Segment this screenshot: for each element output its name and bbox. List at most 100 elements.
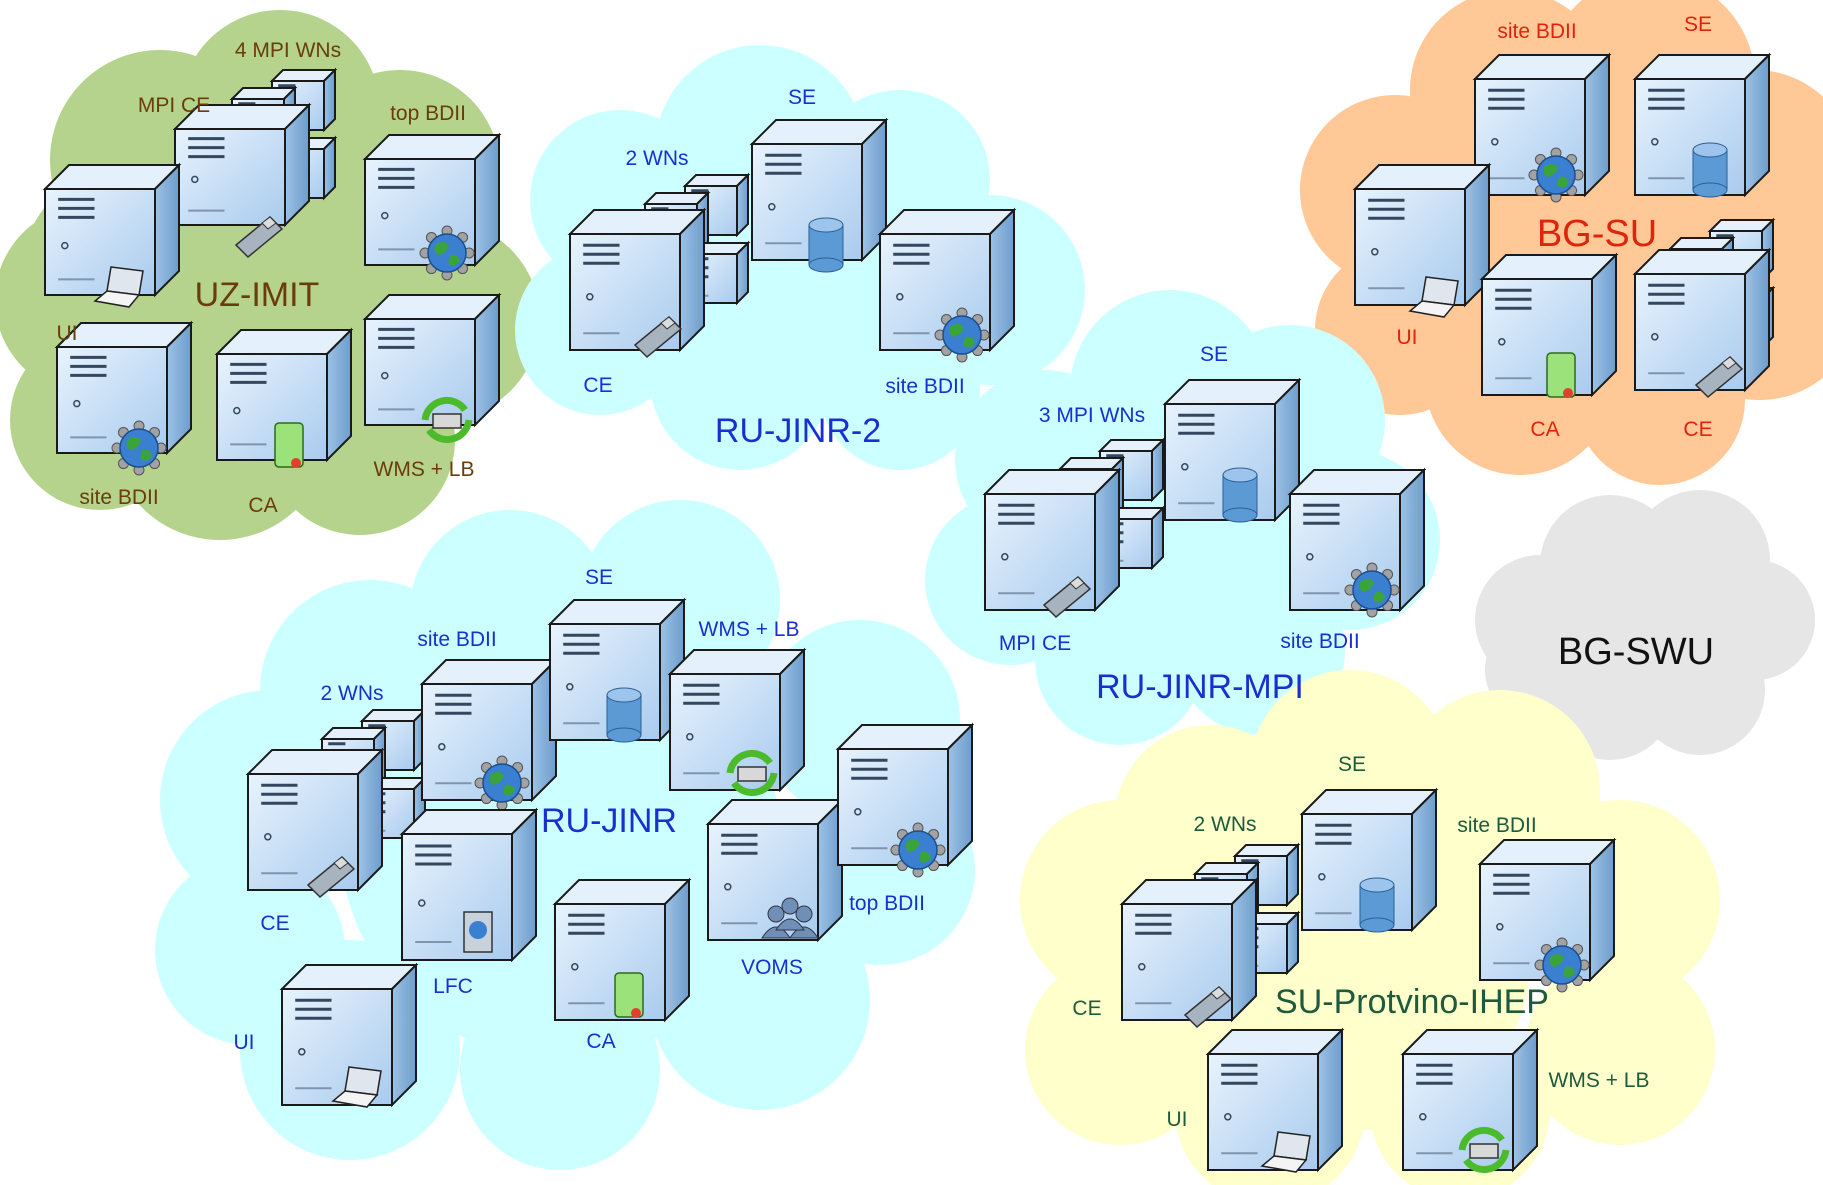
ru-jinr-mpi-sitebdii-label: site BDII [1280, 630, 1359, 653]
printer-icon [726, 750, 778, 796]
globe-icon [419, 225, 475, 281]
disk-icon [1692, 142, 1728, 198]
uz-imit-sitebdii-server [54, 320, 194, 476]
calc-icon [1042, 575, 1092, 619]
calc-icon [1183, 985, 1233, 1029]
laptop-icon [1408, 276, 1459, 318]
ru-jinr-title: RU-JINR [541, 802, 677, 840]
ru-jinr-2-ce-label: CE [583, 374, 612, 397]
globe-icon [474, 755, 530, 811]
ru-jinr-se-label: SE [585, 566, 613, 589]
scroll-icon [1546, 352, 1576, 398]
calc-icon [633, 315, 683, 359]
su-protvino-ihep-wns-label: 2 WNs [1194, 813, 1257, 836]
ru-jinr-mpi-sitebdii-server [1287, 467, 1427, 618]
ru-jinr-2-title: RU-JINR-2 [715, 412, 881, 450]
ru-jinr-mpi-se-label: SE [1200, 343, 1228, 366]
ru-jinr-2-ce-server [567, 207, 707, 359]
uz-imit-wns-label: 4 MPI WNs [235, 39, 341, 62]
uz-imit-wms-label: WMS + LB [374, 458, 475, 481]
uz-imit-ui-server [42, 162, 182, 308]
ru-jinr-wms-label: WMS + LB [699, 618, 800, 641]
bg-su-title: BG-SU [1537, 213, 1657, 255]
su-protvino-ihep-wms-label: WMS + LB [1549, 1069, 1650, 1092]
scroll-icon [274, 422, 304, 468]
laptop-icon [331, 1066, 382, 1108]
laptop-icon [93, 266, 144, 308]
ru-jinr-2-se-server [749, 117, 889, 273]
bg-su-sitebdii-server [1472, 52, 1612, 203]
globe-icon [1344, 562, 1400, 618]
bg-su-ce-label: CE [1683, 418, 1712, 441]
disk-icon [1359, 877, 1395, 933]
printer-icon [421, 397, 473, 443]
ru-jinr-2-wns-label: 2 WNs [626, 147, 689, 170]
bg-su-ce-server [1632, 247, 1772, 399]
ru-jinr-2-se-label: SE [788, 86, 816, 109]
ru-jinr-topbdii-label: top BDII [849, 892, 925, 915]
uz-imit-topbdii-label: top BDII [390, 102, 466, 125]
server-layer [42, 52, 1776, 1173]
ru-jinr-wns-label: 2 WNs [321, 682, 384, 705]
ru-jinr-voms-server [705, 797, 845, 943]
ru-jinr-ca-server [552, 877, 692, 1023]
bg-swu-title: BG-SWU [1558, 631, 1714, 673]
su-protvino-ihep-wms-server [1400, 1027, 1540, 1173]
calc-icon [1694, 355, 1744, 399]
bg-su-se-server [1632, 52, 1772, 198]
ru-jinr-mpi-title: RU-JINR-MPI [1096, 668, 1304, 706]
uz-imit-ui-label: UI [57, 322, 78, 345]
globe-icon [890, 822, 946, 878]
people-icon [761, 897, 819, 939]
ru-jinr-se-server [547, 597, 687, 743]
globe-icon [1534, 937, 1590, 993]
su-protvino-ihep-ce-server [1119, 877, 1259, 1029]
globe-icon [111, 420, 167, 476]
disk-icon [1222, 467, 1258, 523]
ru-jinr-mpi-ce-server [982, 467, 1122, 619]
ru-jinr-ui-server [279, 962, 419, 1108]
disk-icon [808, 217, 844, 273]
su-protvino-ihep-ui-server [1205, 1027, 1345, 1173]
ru-jinr-voms-label: VOMS [741, 956, 803, 979]
ru-jinr-sitebdii-server [419, 657, 559, 811]
bg-su-ca-label: CA [1530, 418, 1559, 441]
folder-icon [463, 911, 493, 953]
ru-jinr-lfc-server [399, 807, 539, 963]
su-protvino-ihep-se-server [1299, 787, 1439, 933]
su-protvino-ihep-sitebdii-label: site BDII [1457, 814, 1536, 837]
su-protvino-ihep-se-label: SE [1338, 753, 1366, 776]
disk-icon [606, 687, 642, 743]
ru-jinr-ce-server [245, 747, 385, 899]
ru-jinr-mpi-ce-label: MPI CE [999, 632, 1071, 655]
uz-imit-title: UZ-IMIT [195, 276, 320, 314]
uz-imit-wms-server [362, 292, 502, 443]
uz-imit-ca-server [214, 327, 354, 468]
uz-imit-topbdii-server [362, 132, 502, 281]
ru-jinr-mpi-se-server [1162, 377, 1302, 523]
printer-icon [1458, 1127, 1510, 1173]
scroll-icon [614, 972, 644, 1018]
calc-icon [306, 855, 356, 899]
calc-icon [234, 215, 284, 259]
bg-su-se-label: SE [1684, 13, 1712, 36]
su-protvino-ihep-ce-label: CE [1072, 997, 1101, 1020]
bg-swu-cloud [1475, 490, 1815, 760]
ru-jinr-wms-server [667, 647, 807, 796]
bg-su-ui-label: UI [1397, 326, 1418, 349]
uz-imit-sitebdii-label: site BDII [79, 486, 158, 509]
ru-jinr-2-sitebdii-server [877, 207, 1017, 363]
ru-jinr-topbdii-server [835, 722, 975, 878]
uz-imit-ce-label: MPI CE [138, 94, 210, 117]
ru-jinr-ce-label: CE [260, 912, 289, 935]
su-protvino-ihep-ui-label: UI [1167, 1108, 1188, 1131]
bg-su-ca-server [1479, 252, 1619, 398]
ru-jinr-ui-label: UI [234, 1031, 255, 1054]
uz-imit-ca-label: CA [248, 494, 277, 517]
ru-jinr-2-sitebdii-label: site BDII [885, 375, 964, 398]
ru-jinr-lfc-label: LFC [433, 975, 473, 998]
laptop-icon [1260, 1131, 1311, 1173]
ru-jinr-ca-label: CA [586, 1030, 615, 1053]
globe-icon [934, 307, 990, 363]
